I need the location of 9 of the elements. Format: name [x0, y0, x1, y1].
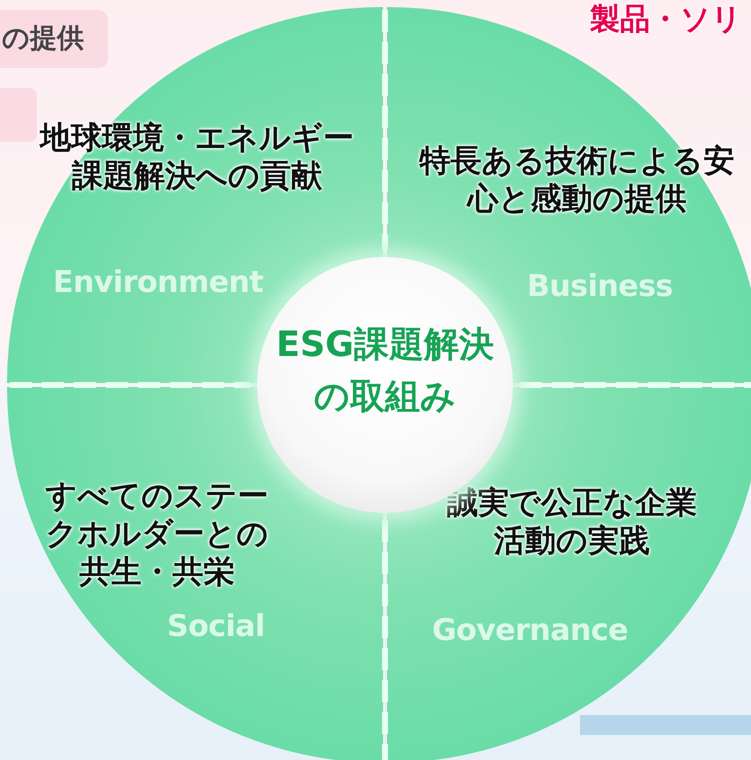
category-name: Business — [527, 269, 673, 304]
category-name: Environment — [53, 265, 264, 300]
quadrant-heading: すべてのステークホルダーとの共生・共栄 — [44, 477, 270, 591]
quadrant-heading: 地球環境・エネルギー課題解決への貢献 — [38, 119, 355, 195]
label-tag: の提供 — [0, 10, 108, 68]
center-title: ESG課題解決の取組み — [275, 324, 495, 419]
category-name: Social — [167, 609, 265, 644]
category-name: Governance — [432, 613, 628, 648]
heading-text: 製品・ソリ — [590, 2, 742, 38]
